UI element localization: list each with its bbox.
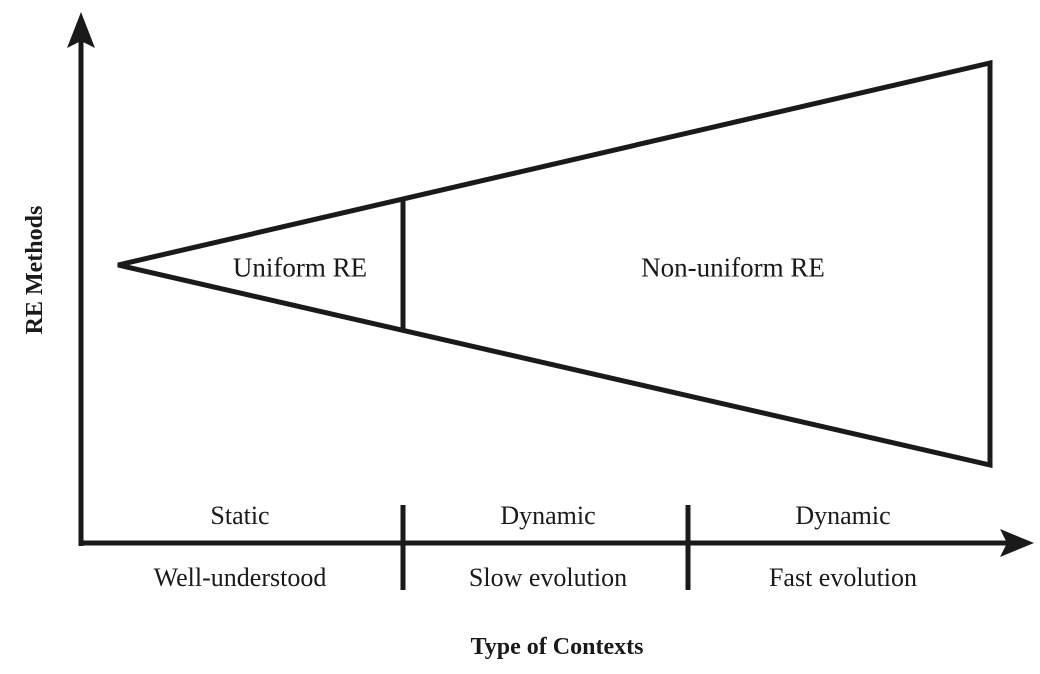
y-axis-up-arrow-icon [67, 12, 95, 48]
band-below-label-well-understood: Well-understood [153, 563, 327, 592]
region-label-uniform-re: Uniform RE [232, 252, 368, 283]
y-axis-title: RE Methods [22, 205, 48, 335]
region-label-non-uniform-re: Non-uniform RE [641, 252, 825, 283]
band-above-label-static: Static [210, 501, 270, 530]
wedge-outline [117, 59, 993, 469]
band-below-label-fast-evolution: Fast evolution [768, 563, 918, 592]
x-axis-title: Type of Contexts [470, 634, 644, 660]
band-above-label-fast: Dynamic [795, 501, 891, 530]
x-axis-right-arrow-icon [1000, 529, 1034, 557]
band-above-label-slow: Dynamic [500, 501, 596, 530]
band-below-label-slow-evolution: Slow evolution [468, 563, 628, 592]
